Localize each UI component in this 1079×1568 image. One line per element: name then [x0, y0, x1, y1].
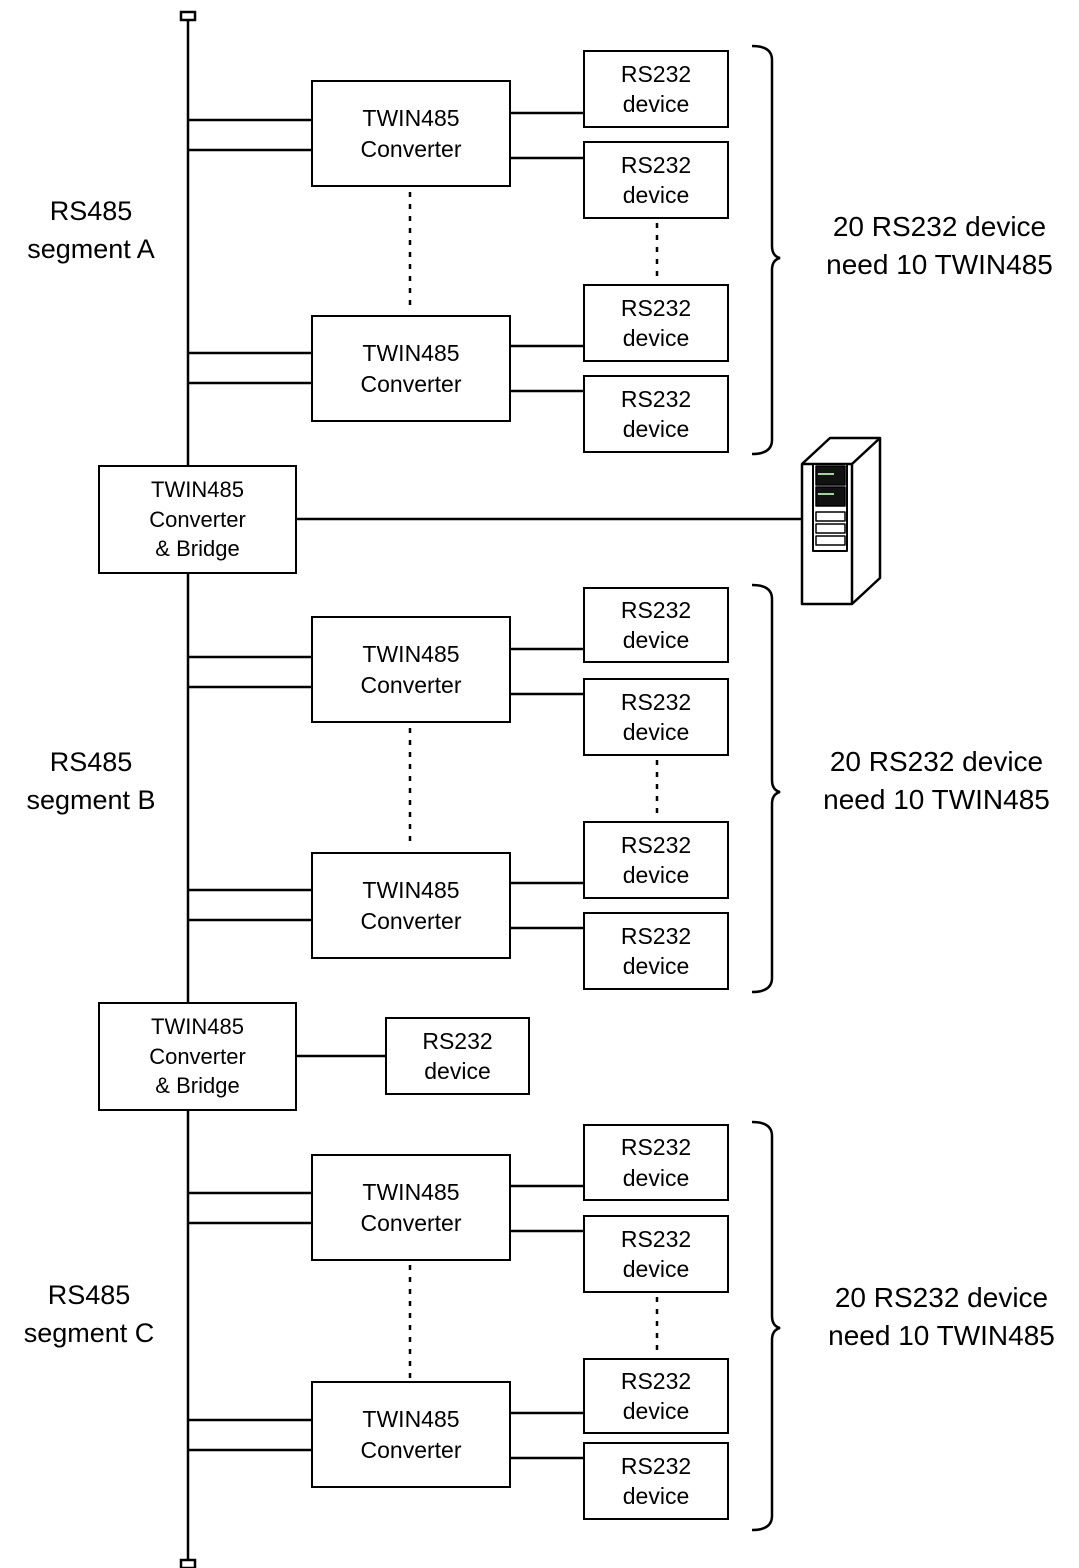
group-braces — [751, 44, 781, 1532]
bus-terminator-bottom — [179, 1558, 197, 1568]
bus-terminator-top — [179, 10, 197, 22]
connection-lines — [188, 111, 808, 1460]
brace-segment-c — [751, 1120, 781, 1532]
brace-segment-b — [751, 583, 781, 994]
rs485-bus — [179, 10, 197, 1568]
computer-tower-icon — [800, 436, 882, 606]
dotted-continuation-lines — [408, 192, 659, 1378]
brace-segment-a — [751, 44, 781, 456]
